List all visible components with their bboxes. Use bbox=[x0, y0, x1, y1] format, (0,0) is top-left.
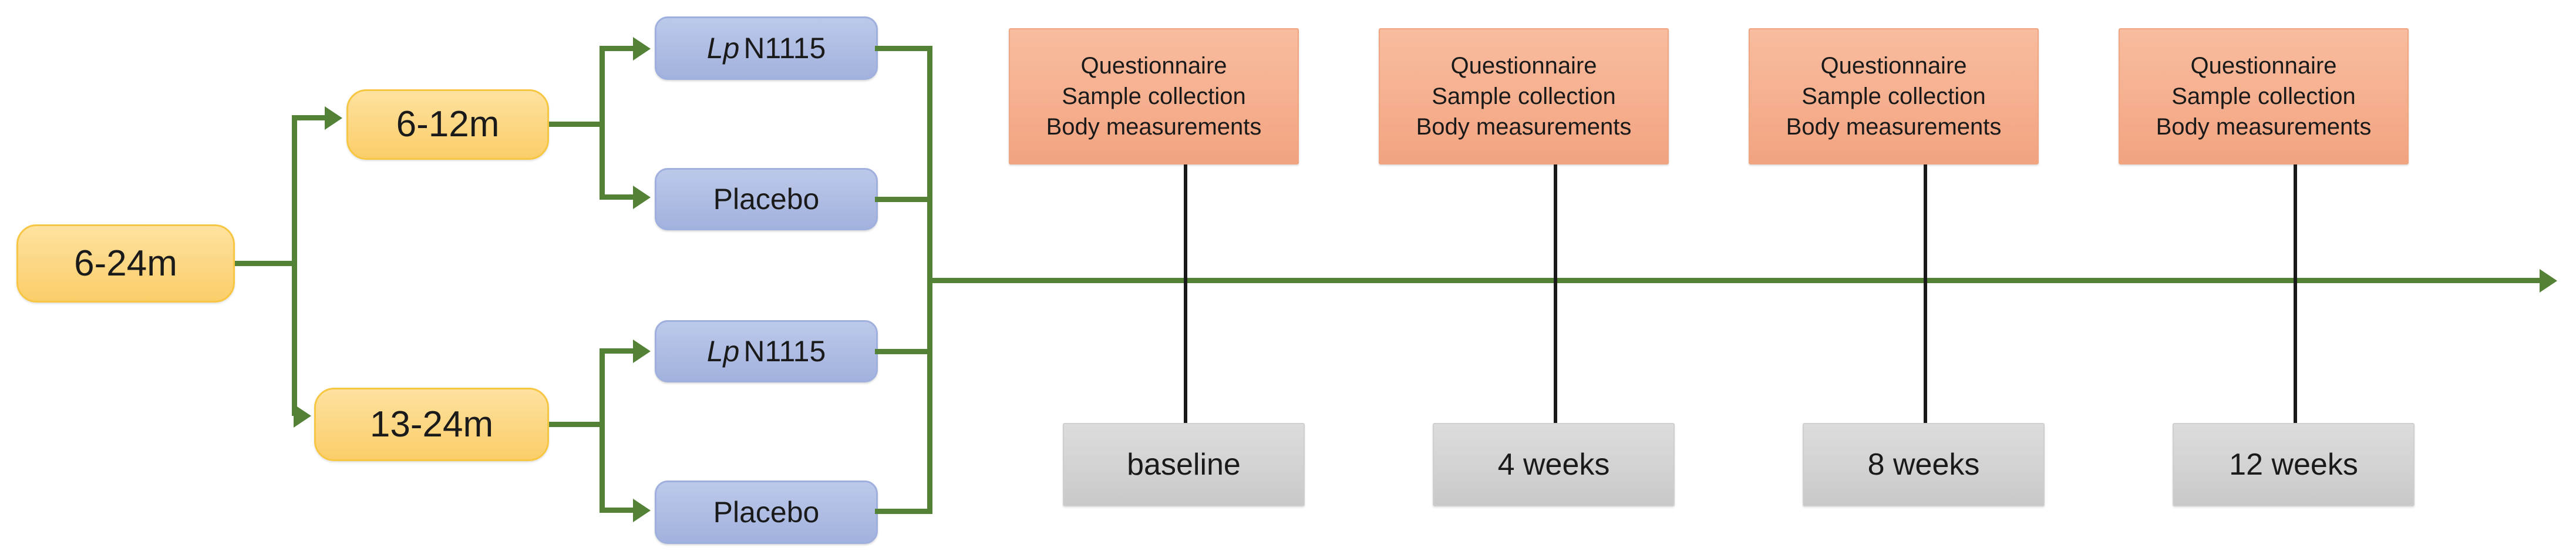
node-arm-placebo-13-24m: Placebo bbox=[655, 481, 878, 544]
connector-to-arm-4 bbox=[600, 508, 636, 513]
arrowhead-to-age-group-1 bbox=[325, 106, 342, 130]
assessment-box-12-weeks: Questionnaire Sample collection Body mea… bbox=[2119, 28, 2409, 164]
assessment-box-8-weeks: Questionnaire Sample collection Body mea… bbox=[1749, 28, 2039, 164]
node-arm-lp-n1115-13-24m: Lp N1115 bbox=[655, 320, 878, 382]
timeline-tick-baseline bbox=[1184, 164, 1187, 424]
timepoint-label-12-weeks: 12 weeks bbox=[2229, 447, 2358, 482]
assessment-line-body-measurements: Body measurements bbox=[1786, 114, 2002, 140]
node-age-group-13-24m: 13-24m bbox=[314, 388, 549, 461]
timeline-tick-4-weeks bbox=[1554, 164, 1557, 423]
node-arm-placebo-label: Placebo bbox=[713, 183, 820, 216]
connector-arm-3-merge bbox=[875, 349, 932, 354]
assessment-line-sample-collection: Sample collection bbox=[1062, 83, 1246, 109]
timepoint-label-4-weeks: 4 weeks bbox=[1497, 447, 1610, 482]
node-arm-lp-n1115-6-12m: Lp N1115 bbox=[655, 16, 878, 80]
node-enrollment-label: 6-24m bbox=[74, 243, 177, 284]
assessment-box-4-weeks: Questionnaire Sample collection Body mea… bbox=[1379, 28, 1669, 164]
node-enrollment: 6-24m bbox=[16, 224, 235, 303]
assessment-line-body-measurements: Body measurements bbox=[2156, 114, 2372, 140]
timeline-arrowhead bbox=[2540, 269, 2557, 293]
connector-age-group-2-split-vertical bbox=[600, 348, 605, 513]
connector-to-age-group-1 bbox=[292, 115, 328, 120]
connector-age-group-1-split-vertical bbox=[600, 46, 605, 200]
timeline-tick-12-weeks bbox=[2294, 164, 2297, 423]
timeline-tick-8-weeks bbox=[1924, 164, 1927, 424]
arrowhead-to-arm-2 bbox=[633, 186, 651, 209]
assessment-line-questionnaire: Questionnaire bbox=[2190, 53, 2337, 79]
timeline-axis bbox=[927, 278, 2549, 283]
connector-enrollment-stem bbox=[235, 261, 297, 266]
node-arm-placebo-label: Placebo bbox=[713, 496, 820, 529]
connector-arm-2-merge bbox=[875, 197, 932, 202]
node-age-group-13-24m-label: 13-24m bbox=[369, 404, 494, 445]
arrowhead-to-arm-4 bbox=[633, 499, 651, 522]
assessment-line-sample-collection: Sample collection bbox=[2171, 83, 2356, 109]
node-arm-treatment-suffix: N1115 bbox=[743, 32, 826, 65]
timepoint-box-baseline: baseline bbox=[1063, 423, 1305, 506]
node-arm-placebo-6-12m: Placebo bbox=[655, 168, 878, 230]
assessment-line-body-measurements: Body measurements bbox=[1416, 114, 1632, 140]
connector-enrollment-split-vertical bbox=[292, 115, 297, 416]
arrowhead-to-age-group-2 bbox=[294, 404, 311, 428]
assessment-line-questionnaire: Questionnaire bbox=[1080, 53, 1227, 79]
arrowhead-to-arm-1 bbox=[633, 37, 651, 61]
assessment-line-sample-collection: Sample collection bbox=[1801, 83, 1986, 109]
arrowhead-to-arm-3 bbox=[633, 340, 651, 363]
timepoint-box-12-weeks: 12 weeks bbox=[2173, 423, 2415, 506]
timepoint-label-8-weeks: 8 weeks bbox=[1867, 447, 1980, 482]
node-arm-treatment-prefix: Lp bbox=[706, 335, 740, 368]
connector-age-group-2-stem bbox=[549, 422, 605, 427]
assessment-line-body-measurements: Body measurements bbox=[1046, 114, 1262, 140]
assessment-line-questionnaire: Questionnaire bbox=[1820, 53, 1967, 79]
connector-to-arm-2 bbox=[600, 194, 636, 200]
assessment-line-questionnaire: Questionnaire bbox=[1450, 53, 1597, 79]
timepoint-label-baseline: baseline bbox=[1127, 447, 1241, 482]
node-arm-treatment-prefix: Lp bbox=[706, 32, 740, 65]
connector-age-group-1-stem bbox=[549, 122, 605, 127]
assessment-line-sample-collection: Sample collection bbox=[1432, 83, 1616, 109]
timepoint-box-4-weeks: 4 weeks bbox=[1433, 423, 1675, 506]
connector-arm-4-merge bbox=[875, 509, 932, 514]
connector-arm-1-merge bbox=[875, 46, 932, 51]
node-age-group-6-12m: 6-12m bbox=[346, 89, 549, 160]
assessment-box-baseline: Questionnaire Sample collection Body mea… bbox=[1009, 28, 1299, 164]
connector-to-arm-1 bbox=[600, 46, 636, 51]
node-arm-treatment-suffix: N1115 bbox=[743, 335, 826, 368]
node-age-group-6-12m-label: 6-12m bbox=[396, 104, 500, 145]
connector-to-arm-3 bbox=[600, 348, 636, 354]
timepoint-box-8-weeks: 8 weeks bbox=[1803, 423, 2045, 506]
